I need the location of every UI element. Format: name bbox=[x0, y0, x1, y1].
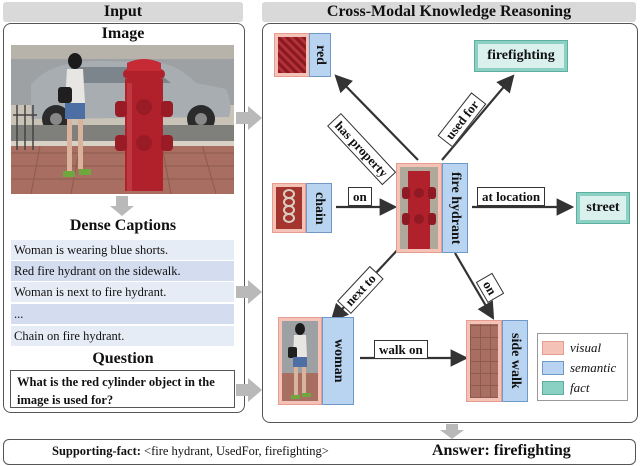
legend-semantic-label: semantic bbox=[570, 360, 617, 375]
caption-item: ... bbox=[11, 304, 234, 324]
input-header: Input bbox=[3, 2, 243, 22]
side-walk-visual-node bbox=[466, 320, 502, 402]
legend-semantic-swatch bbox=[542, 361, 564, 375]
legend-visual-label: visual bbox=[570, 340, 602, 355]
fire-hydrant-semantic-node: fire hydrant bbox=[442, 163, 468, 253]
street-fact-node: street bbox=[576, 192, 630, 224]
woman-crop bbox=[282, 321, 318, 401]
answer: Answer: firefighting bbox=[432, 442, 571, 459]
woman-semantic-node: woman bbox=[322, 317, 354, 405]
edge-label-at-location: at location bbox=[477, 187, 546, 206]
supporting-fact: Supporting-fact: <fire hydrant, UsedFor,… bbox=[52, 444, 329, 459]
chain-semantic-node: chain bbox=[306, 183, 332, 233]
legend-fact-label: fact bbox=[570, 380, 590, 395]
firefighting-label: firefighting bbox=[478, 44, 564, 68]
dense-captions-title: Dense Captions bbox=[69, 217, 177, 234]
fire-hydrant-visual-node bbox=[396, 163, 442, 253]
fire-hydrant-crop bbox=[400, 167, 438, 249]
woman-visual-node bbox=[278, 317, 322, 405]
red-swatch bbox=[278, 37, 306, 73]
caption-item: Chain on fire hydrant. bbox=[11, 326, 234, 346]
side-walk-semantic-node: side walk bbox=[502, 320, 528, 402]
side-walk-crop bbox=[470, 324, 498, 398]
red-visual-node bbox=[274, 33, 310, 77]
caption-item: Woman is wearing blue shorts. bbox=[11, 240, 234, 260]
firefighting-fact-node: firefighting bbox=[474, 40, 568, 72]
question-title: Question bbox=[92, 350, 154, 367]
reasoning-header: Cross-Modal Knowledge Reasoning bbox=[262, 2, 636, 22]
street-label: street bbox=[580, 196, 626, 220]
street-scene-image bbox=[11, 45, 234, 194]
image-title: Image bbox=[101, 25, 145, 42]
edge-label-walk-on: walk on bbox=[374, 340, 428, 359]
chain-visual-node bbox=[272, 183, 306, 233]
edge-label-on-chain: on bbox=[348, 187, 372, 206]
question-box: What is the red cylinder object in the i… bbox=[10, 370, 235, 408]
legend-visual-swatch bbox=[542, 341, 564, 355]
legend-visual: visual bbox=[542, 340, 601, 356]
chain-crop bbox=[276, 187, 302, 229]
bottom-bar: Supporting-fact: <fire hydrant, UsedFor,… bbox=[3, 439, 636, 465]
supporting-fact-label: Supporting-fact: bbox=[52, 444, 141, 458]
supporting-fact-value: <fire hydrant, UsedFor, firefighting> bbox=[144, 444, 329, 458]
caption-item: Red fire hydrant on the sidewalk. bbox=[11, 261, 234, 281]
caption-item: Woman is next to fire hydrant. bbox=[11, 282, 234, 302]
legend-fact: fact bbox=[542, 380, 590, 396]
red-semantic-node: red bbox=[309, 33, 331, 77]
legend-semantic: semantic bbox=[542, 360, 616, 376]
legend: visual semantic fact bbox=[537, 333, 628, 401]
legend-fact-swatch bbox=[542, 381, 564, 395]
